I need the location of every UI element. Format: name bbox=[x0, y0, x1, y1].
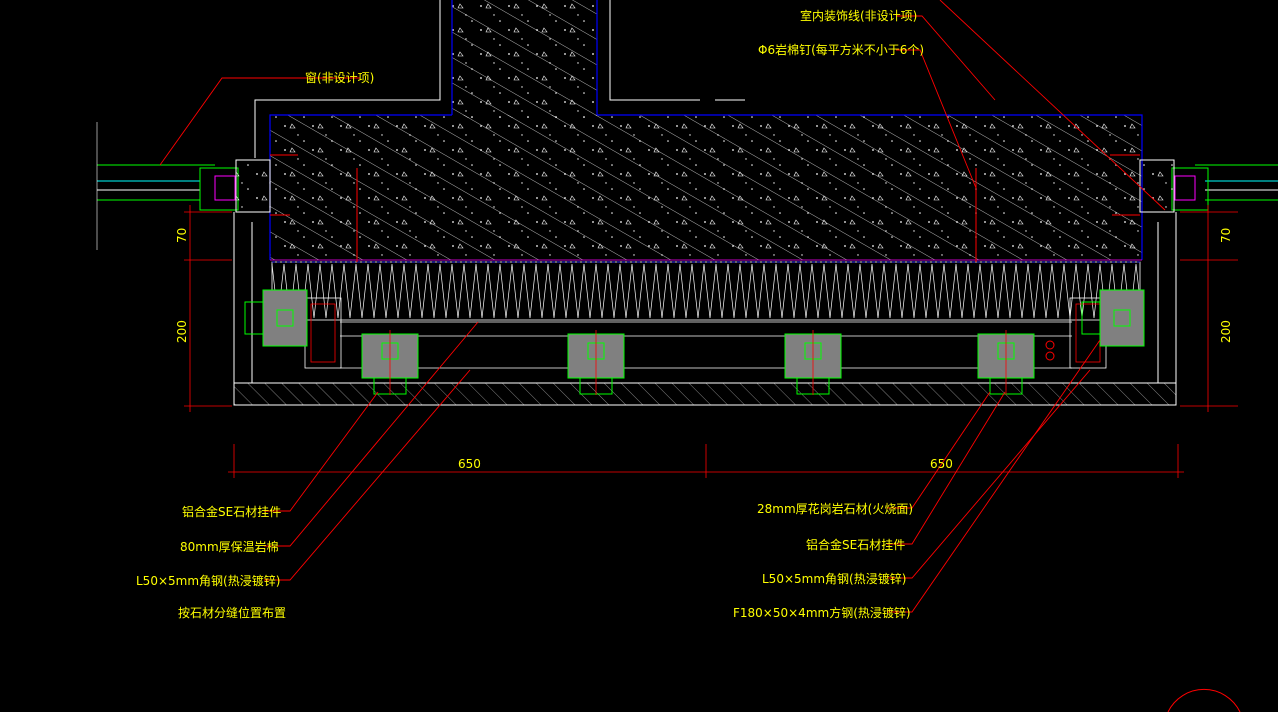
concrete-slab bbox=[269, 114, 1143, 261]
leader-lines bbox=[159, 0, 1166, 613]
concrete-column bbox=[451, 0, 598, 118]
dim-height-bottom-left: 200 bbox=[175, 320, 189, 343]
label-anchor-bolt: Φ6岩棉钉(每平方米不小于6个) bbox=[758, 42, 924, 57]
window-left bbox=[96, 122, 271, 250]
dim-height-top-right: 70 bbox=[1219, 228, 1233, 243]
dim-height-bottom-right: 200 bbox=[1219, 320, 1233, 343]
label-interior-line: 室内装饰线(非设计项) bbox=[800, 8, 917, 23]
side-bracket-bolt bbox=[276, 309, 294, 327]
dim-width-right: 650 bbox=[930, 457, 953, 471]
dim-width-left: 650 bbox=[458, 457, 481, 471]
window-right bbox=[1139, 159, 1278, 213]
label-angle-right: L50×5mm角钢(热浸镀锌) bbox=[762, 572, 906, 586]
dim-height-top-left: 70 bbox=[175, 228, 189, 243]
label-window: 窗(非设计项) bbox=[305, 71, 374, 85]
finish-outline bbox=[254, 0, 745, 158]
label-joint-note: 按石材分缝位置布置 bbox=[178, 605, 286, 620]
label-square-tube: F180×50×4mm方钢(热浸镀锌) bbox=[733, 605, 911, 620]
side-bracket-tab bbox=[244, 301, 264, 335]
anchor-bolts bbox=[270, 154, 1140, 262]
label-granite: 28mm厚花岗岩石材(火烧面) bbox=[757, 501, 913, 516]
label-insulation: 80mm厚保温岩棉 bbox=[180, 539, 279, 554]
label-bracket-right: 铝合金SE石材挂件 bbox=[806, 537, 905, 552]
side-bracket bbox=[1099, 289, 1145, 347]
side-bracket bbox=[262, 289, 308, 347]
angle-steel-rail bbox=[340, 321, 1072, 369]
stone-brackets bbox=[244, 289, 1145, 395]
label-bracket-left: 铝合金SE石材挂件 bbox=[182, 504, 281, 519]
cladding-outline bbox=[233, 212, 1177, 406]
dimension-lines bbox=[184, 205, 1238, 478]
square-tube-left bbox=[304, 297, 342, 369]
side-bracket-bolt bbox=[1113, 309, 1131, 327]
label-angle-left: L50×5mm角钢(热浸镀锌) bbox=[136, 574, 280, 588]
insulation-layer bbox=[271, 261, 1143, 321]
rivet bbox=[1045, 351, 1055, 361]
rivet bbox=[1045, 340, 1055, 350]
section-marker bbox=[1167, 689, 1241, 712]
side-bracket-tab bbox=[1081, 301, 1101, 335]
